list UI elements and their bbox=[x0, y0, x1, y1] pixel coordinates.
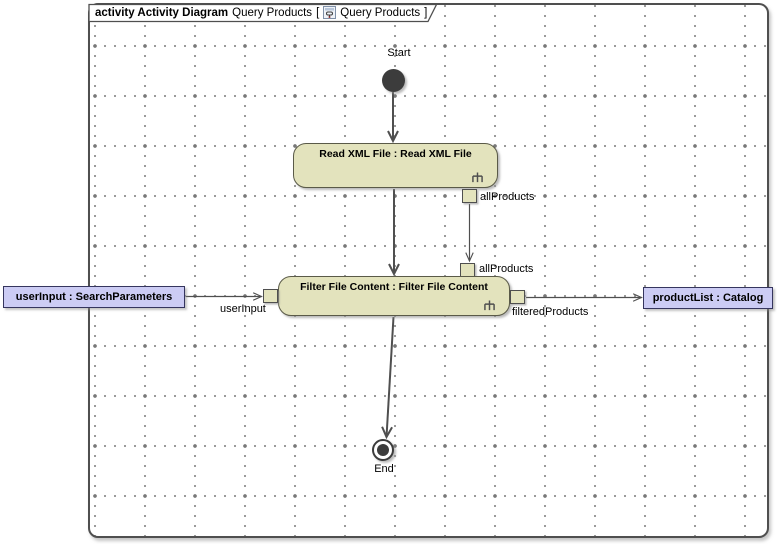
frame-name-tab bbox=[88, 3, 438, 23]
frame-title-open-bracket: [ bbox=[316, 6, 320, 19]
pin-label-userinput: userInput bbox=[220, 303, 266, 315]
activity-diagram-icon bbox=[323, 6, 337, 19]
parameter-node-productlist[interactable]: productList : Catalog bbox=[643, 287, 773, 309]
pin-label-filteredproducts: filteredProducts bbox=[512, 306, 589, 318]
frame-title-ref: Query Products bbox=[340, 6, 421, 19]
output-pin-filteredproducts[interactable] bbox=[510, 290, 525, 304]
output-pin-allproducts[interactable] bbox=[462, 189, 477, 203]
control-flow-filter-to-end[interactable] bbox=[387, 316, 395, 437]
action-filter-file-content-label: Filter File Content : Filter File Conten… bbox=[300, 281, 488, 293]
frame-title: activity Activity Diagram Query Products… bbox=[95, 6, 427, 19]
frame-title-kind: activity Activity Diagram bbox=[95, 6, 229, 19]
action-read-xml-file-label: Read XML File : Read XML File bbox=[319, 148, 472, 160]
pin-label-allproducts-in: allProducts bbox=[479, 263, 534, 275]
input-pin-allproducts[interactable] bbox=[460, 263, 475, 277]
parameter-node-userinput[interactable]: userInput : SearchParameters bbox=[3, 286, 185, 308]
pin-label-allproducts-out: allProducts bbox=[480, 191, 535, 203]
rake-icon bbox=[472, 172, 483, 183]
activity-final-inner-dot bbox=[377, 444, 389, 456]
activity-frame bbox=[88, 3, 769, 538]
end-node-label: End bbox=[374, 463, 394, 475]
rake-icon bbox=[484, 300, 495, 311]
input-pin-userinput[interactable] bbox=[263, 289, 278, 303]
action-filter-file-content[interactable]: Filter File Content : Filter File Conten… bbox=[278, 276, 510, 316]
frame-title-close-bracket: ] bbox=[424, 6, 428, 19]
activity-final-node[interactable] bbox=[372, 439, 394, 461]
frame-title-name: Query Products bbox=[232, 6, 313, 19]
start-node-label: Start bbox=[387, 47, 411, 59]
initial-node[interactable] bbox=[382, 69, 405, 92]
action-read-xml-file[interactable]: Read XML File : Read XML File bbox=[293, 143, 498, 188]
